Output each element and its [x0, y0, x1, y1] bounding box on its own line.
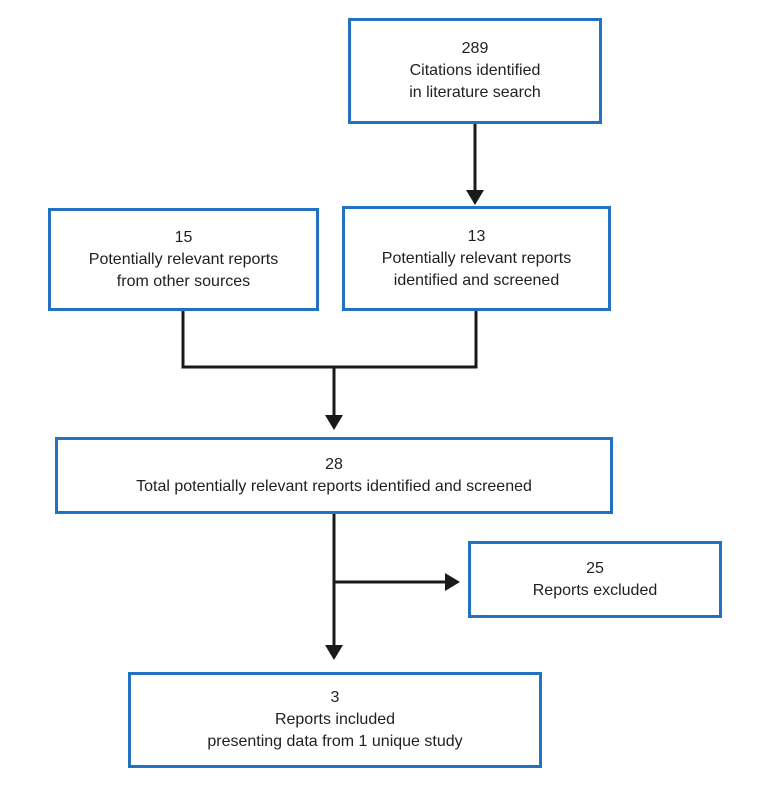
arrowhead-down-icon	[325, 645, 343, 660]
box-label-line: identified and screened	[393, 271, 560, 289]
connector-total-to-included	[325, 513, 343, 660]
box-label-line: Potentially relevant reports	[88, 250, 279, 268]
box-count: 289	[461, 40, 489, 57]
box-label-line: Reports included	[274, 711, 396, 728]
box-label-line: Potentially relevant reports	[381, 249, 572, 267]
box-count: 25	[586, 559, 604, 577]
box-label-line: Total potentially relevant reports ident…	[136, 477, 532, 495]
box-count: 15	[174, 228, 193, 246]
box-label-line: Reports excluded	[532, 581, 658, 599]
connector-branch-to-excluded	[334, 573, 460, 591]
box-total-screened: 28 Total potentially relevant reports id…	[55, 437, 613, 514]
box-count: 3	[330, 689, 340, 706]
box-label-line: Citations identified	[409, 62, 541, 79]
box-identified-screened: 13 Potentially relevant reports identifi…	[342, 206, 611, 311]
arrowhead-down-icon	[325, 415, 343, 430]
box-label-line: presenting data from 1 unique study	[207, 733, 463, 750]
box-reports-excluded: 25 Reports excluded	[468, 541, 722, 618]
box-citations-identified: 289 Citations identified in literature s…	[348, 18, 602, 124]
connector-merge-to-total	[181, 310, 478, 430]
box-reports-included: 3 Reports included presenting data from …	[128, 672, 542, 768]
connector-citations-to-screened	[466, 123, 484, 205]
box-count: 28	[325, 455, 343, 473]
box-label-line: from other sources	[116, 272, 251, 290]
arrowhead-right-icon	[445, 573, 460, 591]
box-other-sources: 15 Potentially relevant reports from oth…	[48, 208, 319, 311]
box-count: 13	[467, 227, 486, 245]
arrowhead-down-icon	[466, 190, 484, 205]
box-label-line: in literature search	[409, 84, 541, 101]
